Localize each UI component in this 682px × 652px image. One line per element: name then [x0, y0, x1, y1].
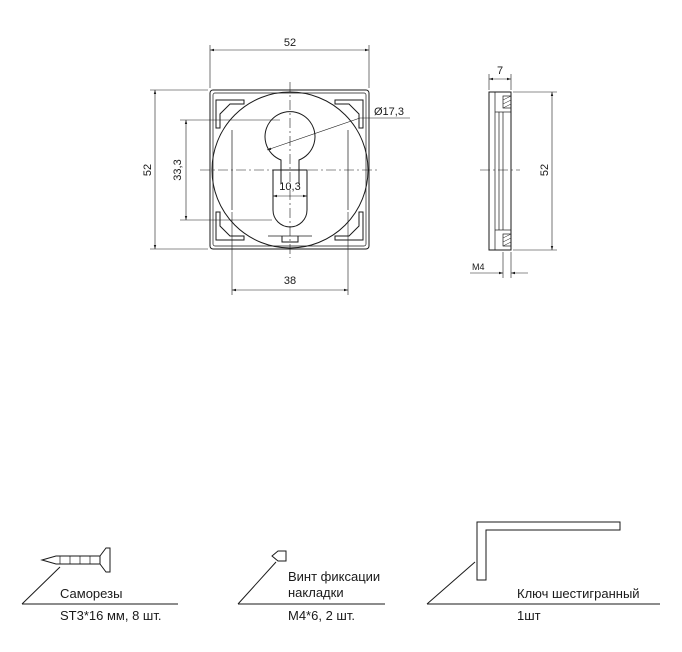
- front-dimensions: 52 52 33,3 Ø17,3 10,3 38: [142, 37, 410, 295]
- plate-inner-edge: [212, 92, 367, 247]
- part-fix-screw-name-1: Винт фиксации: [288, 569, 380, 584]
- side-view: [480, 91, 520, 251]
- dim-thickness: 7: [497, 65, 503, 77]
- dim-keyhole-height: 33,3: [172, 159, 184, 180]
- plate-outline: [209, 89, 370, 250]
- dim-side-height: 52: [539, 164, 551, 176]
- part-fix-screw-name-2: накладки: [288, 585, 344, 600]
- dim-bottom-width: 38: [284, 275, 296, 287]
- side-dimensions: 7 52 M4: [470, 65, 557, 278]
- part-hex-key-name: Ключ шестигранный: [517, 586, 640, 601]
- dim-diameter: Ø17,3: [374, 106, 404, 118]
- dim-height-left: 52: [142, 164, 154, 176]
- hex-key-icon: [426, 521, 660, 605]
- corner-slots: [215, 99, 364, 241]
- dim-width-top: 52: [284, 37, 296, 49]
- side-body: [488, 91, 512, 251]
- part-screws-spec: ST3*16 мм, 8 шт.: [60, 608, 161, 623]
- thread-hatch: [502, 95, 512, 247]
- dim-slot-width: 10,3: [279, 181, 300, 193]
- dim-thread: M4: [472, 262, 485, 272]
- part-hex-key-spec: 1шт: [517, 608, 541, 623]
- part-fix-screw-spec: M4*6, 2 шт.: [288, 608, 355, 623]
- part-screws-name: Саморезы: [60, 586, 122, 601]
- screw-icon: [21, 547, 178, 605]
- fix-screw-icon: [237, 550, 385, 605]
- front-view: [200, 82, 380, 258]
